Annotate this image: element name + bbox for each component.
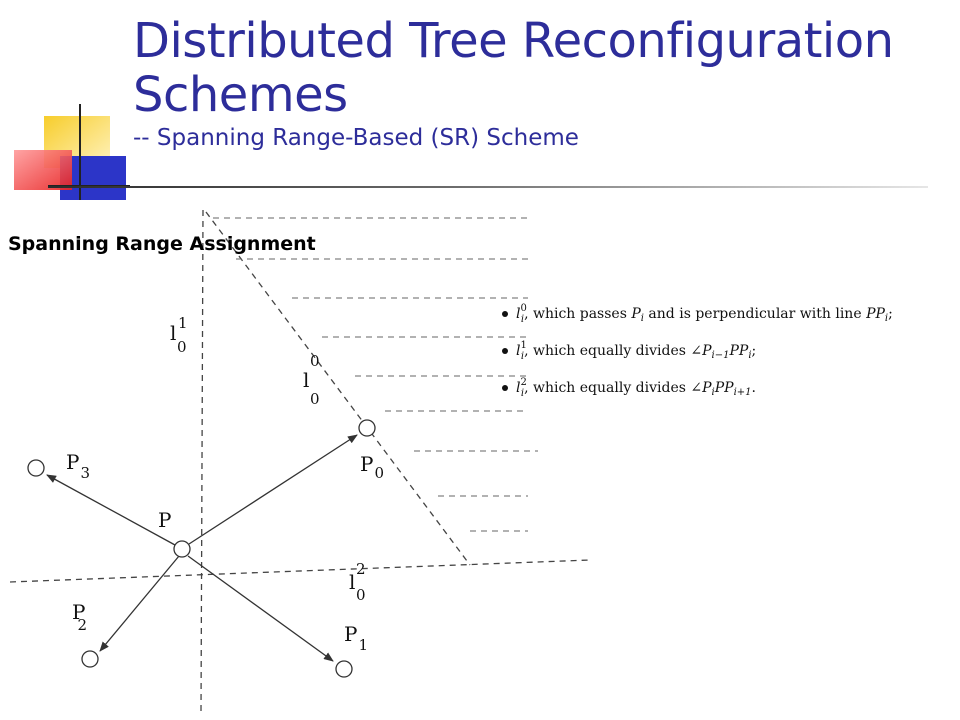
label-p1: P1 bbox=[344, 622, 368, 654]
node-p2 bbox=[81, 650, 99, 668]
decorative-corner-graphic bbox=[14, 104, 130, 200]
title-divider bbox=[48, 186, 928, 188]
label-p: P bbox=[158, 508, 171, 532]
line-l0-0 bbox=[205, 211, 471, 566]
line-l0-1 bbox=[200, 209, 204, 713]
label-l0-2-sub: 0 bbox=[356, 586, 366, 604]
slide-title-line2: Schemes bbox=[133, 67, 348, 123]
node-p3 bbox=[27, 459, 45, 477]
bullet-dot bbox=[502, 311, 508, 317]
line-l0-2 bbox=[9, 559, 591, 583]
node-p bbox=[173, 540, 191, 558]
label-p3: P3 bbox=[66, 450, 90, 482]
node-p0 bbox=[358, 419, 376, 437]
label-l0-0-sup: 0 bbox=[310, 352, 320, 370]
label-l0-2: l bbox=[349, 570, 355, 594]
section-label: Spanning Range Assignment bbox=[8, 233, 316, 255]
node-p1 bbox=[335, 660, 353, 678]
label-l0-1-sup: 1 bbox=[178, 314, 188, 332]
label-l0-1: l bbox=[170, 321, 176, 345]
slide-title-line1: Distributed Tree Reconfiguration bbox=[133, 13, 894, 69]
edge-p-p3 bbox=[46, 474, 176, 546]
bullet-dot bbox=[502, 348, 508, 354]
title-block: Distributed Tree Reconfiguration Schemes… bbox=[133, 14, 933, 152]
edge-p-p2 bbox=[99, 555, 180, 652]
edge-p-p0 bbox=[188, 434, 358, 545]
hatch-lines bbox=[213, 217, 538, 532]
slide-subtitle: -- Spanning Range-Based (SR) Scheme bbox=[133, 125, 579, 151]
label-p0: P0 bbox=[360, 452, 384, 482]
bullet-dot bbox=[502, 385, 508, 391]
label-l0-0: l bbox=[303, 368, 309, 392]
edge-p-p1 bbox=[187, 555, 334, 662]
label-l0-1-sub: 0 bbox=[177, 338, 187, 356]
label-l0-2-sup: 2 bbox=[356, 560, 366, 578]
label-l0-0-sub: 0 bbox=[310, 390, 320, 408]
